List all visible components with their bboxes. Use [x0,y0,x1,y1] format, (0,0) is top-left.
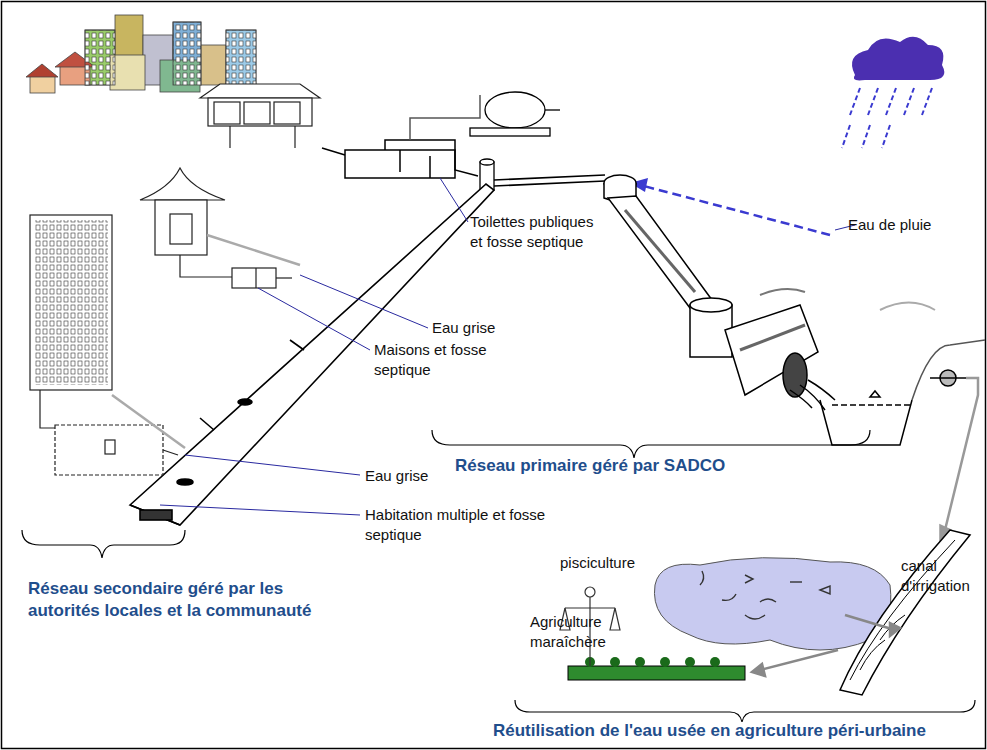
area-label: pisciculture [560,553,660,573]
primary-network [604,175,985,540]
septic-tank [322,95,480,178]
callout-label: Maisons et fosse septique [374,340,524,379]
section-heading: Réutilisation de l'eau usée en agricultu… [493,720,983,742]
apartment-building [30,215,185,475]
area-label: canal d'irrigation [901,556,983,595]
reuse-area [560,530,970,695]
callout-label: Eau grise [432,318,542,338]
section-heading: Réseau primaire géré par SADCO [455,455,785,477]
rain-cloud [630,37,944,235]
leader-lines [160,178,855,515]
house [140,168,300,288]
callout-label: Toilettes publiques et fosse septique [470,212,595,251]
braces [22,430,975,722]
area-label: Agriculture maraîchère [530,612,625,651]
vacuum-truck [470,92,560,136]
callout-label: Habitation multiple et fosse septique [365,505,555,544]
city [26,15,256,93]
section-heading: Réseau secondaire géré par les autorités… [28,578,338,622]
public-toilets [200,84,320,148]
callout-label: Eau de pluie [848,215,958,235]
